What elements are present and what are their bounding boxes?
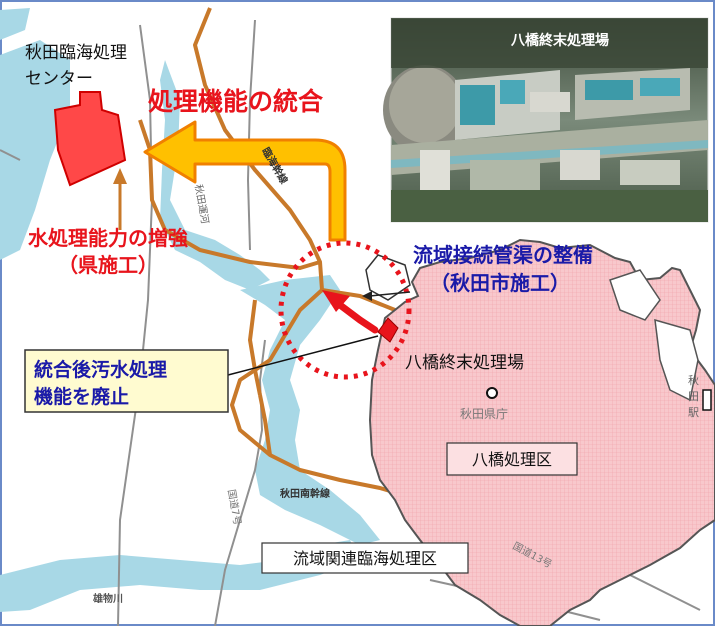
water-bodies <box>0 8 380 612</box>
focus-circle <box>278 240 412 380</box>
rinkai-district-box: 流域関連臨海処理区 <box>261 542 469 574</box>
rinkai-center-block <box>53 91 127 187</box>
abolish-label-1: 統合後汚水処理 <box>34 358 167 381</box>
channel-label-1: 流域接続管渠の整備 <box>413 243 593 267</box>
abolish-label-2: 機能を廃止 <box>34 385 129 408</box>
channel-arrow <box>322 290 379 334</box>
yabase-district-area <box>368 238 715 626</box>
yabase-plant-label: 八橋終末処理場 <box>405 353 524 373</box>
yabase-district-box: 八橋処理区 <box>446 442 578 476</box>
abolish-pointer <box>227 335 379 376</box>
integration-label: 処理機能の統合 <box>148 87 324 116</box>
south-trunk-label: 秋田南幹線 <box>280 487 330 500</box>
water-pond <box>365 254 411 301</box>
yabase-plant-marker <box>377 317 399 343</box>
capacity-label-1: 水処理能力の増強 <box>28 226 188 250</box>
omono-river <box>240 275 380 545</box>
canal-strip <box>160 60 270 290</box>
canal-water <box>0 40 70 260</box>
integration-arrow <box>143 120 347 242</box>
plant-photo: 八橋終末処理場 <box>383 17 709 223</box>
capacity-arrow <box>113 168 127 230</box>
south-branch-2 <box>248 299 262 396</box>
channel-label-2: （秋田市施工） <box>430 271 570 295</box>
small-pointer <box>362 291 411 301</box>
rinkai-center-label-1: 秋田臨海処理 <box>25 43 127 63</box>
prefectural-office-label: 秋田県庁 <box>460 407 508 421</box>
white-notch-2 <box>609 269 661 321</box>
sea-upper <box>0 8 30 40</box>
yabase-district-label: 八橋処理区 <box>472 450 552 469</box>
omono-lower <box>0 540 360 612</box>
south-branch <box>258 394 272 456</box>
rinkai-center-label-2: センター <box>25 69 93 89</box>
west-trunk-line <box>138 119 321 270</box>
omono-river-label: 雄物川 <box>92 592 123 605</box>
white-notch <box>654 318 699 402</box>
akita-station-marker <box>702 389 712 411</box>
prefectural-office-marker <box>486 387 498 399</box>
akita-station-label-1: 秋 <box>688 373 699 387</box>
akita-station-label-3: 駅 <box>688 406 699 419</box>
rinkai-district-label: 流域関連臨海処理区 <box>293 549 437 568</box>
abolish-note: 統合後汚水処理 機能を廃止 <box>24 349 229 413</box>
photo-title: 八橋終末処理場 <box>510 32 609 49</box>
akita-station-label-2: 田 <box>688 390 699 403</box>
capacity-label-2: （県施工） <box>58 253 158 277</box>
rinkai-trunk-line <box>193 7 396 312</box>
